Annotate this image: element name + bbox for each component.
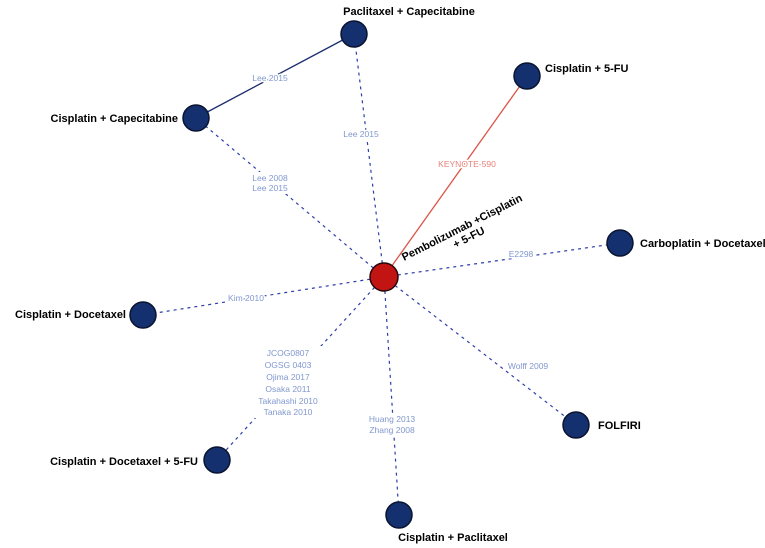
node-label-cisplatin-capecitabine: Cisplatin + Capecitabine <box>51 113 178 125</box>
label-mask <box>246 346 330 418</box>
study-label-ojima-2017: Ojima 2017 <box>266 372 310 382</box>
node-label-paclitaxel-capecitabine: Paclitaxel + Capecitabine <box>343 6 475 18</box>
node-cisplatin-docetaxel-5fu <box>203 446 231 474</box>
study-label-e2298: E2298 <box>509 249 534 259</box>
study-label-lee-2015-b: Lee 2015 <box>252 183 288 193</box>
node-label-carboplatin-docetaxel: Carboplatin + Docetaxel <box>640 238 765 250</box>
node-label-cisplatin-paclitaxel: Cisplatin + Paclitaxel <box>398 532 508 544</box>
study-label-keynote-590: KEYNOTE-590 <box>438 159 496 169</box>
edge-layer <box>142 33 621 516</box>
study-label-lee-2015-dashed: Lee 2015 <box>343 129 379 139</box>
edge-center--cisplatin-paclitaxel <box>383 276 400 516</box>
node-cisplatin-paclitaxel <box>385 501 413 529</box>
study-label-jcog0807: JCOG0807 <box>267 348 310 358</box>
study-label-osaka-2011: Osaka 2011 <box>265 384 310 394</box>
study-label-huang-2013: Huang 2013 <box>369 414 416 424</box>
edge-center--cisplatin-5fu <box>383 75 528 278</box>
study-label-lee-2015-solid: Lee 2015 <box>252 73 288 83</box>
node-label-cisplatin-docetaxel-5fu: Cisplatin + Docetaxel + 5-FU <box>50 456 198 468</box>
study-label-ogsg-0403: OGSG 0403 <box>265 360 312 370</box>
study-label-takahashi-2010: Takahashi 2010 <box>258 396 318 406</box>
study-label-zhang-2008: Zhang 2008 <box>369 425 415 435</box>
study-label-kim-2010: Kim 2010 <box>228 293 264 303</box>
edge-center--cisplatin-capecitabine <box>195 117 385 278</box>
node-cisplatin-capecitabine <box>182 104 210 132</box>
study-label-tanaka-2010: Tanaka 2010 <box>264 407 313 417</box>
edge-cisplatin-capecitabine--paclitaxel-capecitabine <box>195 33 355 119</box>
edge-center--folfiri <box>383 276 577 426</box>
node-layer <box>129 20 634 529</box>
study-label-layer: Lee 2015 Lee 2015 Lee 2008 Lee 2015 KEYN… <box>227 72 550 437</box>
node-cisplatin-docetaxel <box>129 301 157 329</box>
study-label-lee-2008: Lee 2008 <box>252 173 288 183</box>
node-label-folfiri: FOLFIRI <box>598 420 641 432</box>
node-pembrolizumab-cisplatin-5fu <box>369 262 399 292</box>
node-label-cisplatin-5fu: Cisplatin + 5-FU <box>545 63 628 75</box>
node-folfiri <box>562 411 590 439</box>
edge-center--carboplatin-docetaxel <box>383 242 621 278</box>
study-label-wolff-2009: Wolff 2009 <box>508 361 549 371</box>
label-mask <box>247 172 293 194</box>
node-paclitaxel-capecitabine <box>340 20 368 48</box>
edge-center--paclitaxel-capecitabine <box>353 33 385 278</box>
node-label-cisplatin-docetaxel: Cisplatin + Docetaxel <box>15 309 126 321</box>
label-mask <box>364 413 420 436</box>
node-cisplatin-5fu <box>513 62 541 90</box>
label-mask-layer <box>246 172 420 436</box>
node-label-pembrolizumab-cisplatin-5fu: Pembolizumab +Cisplatin + 5-FU <box>400 191 533 274</box>
edge-center--cisplatin-docetaxel <box>142 276 385 316</box>
node-carboplatin-docetaxel <box>606 229 634 257</box>
